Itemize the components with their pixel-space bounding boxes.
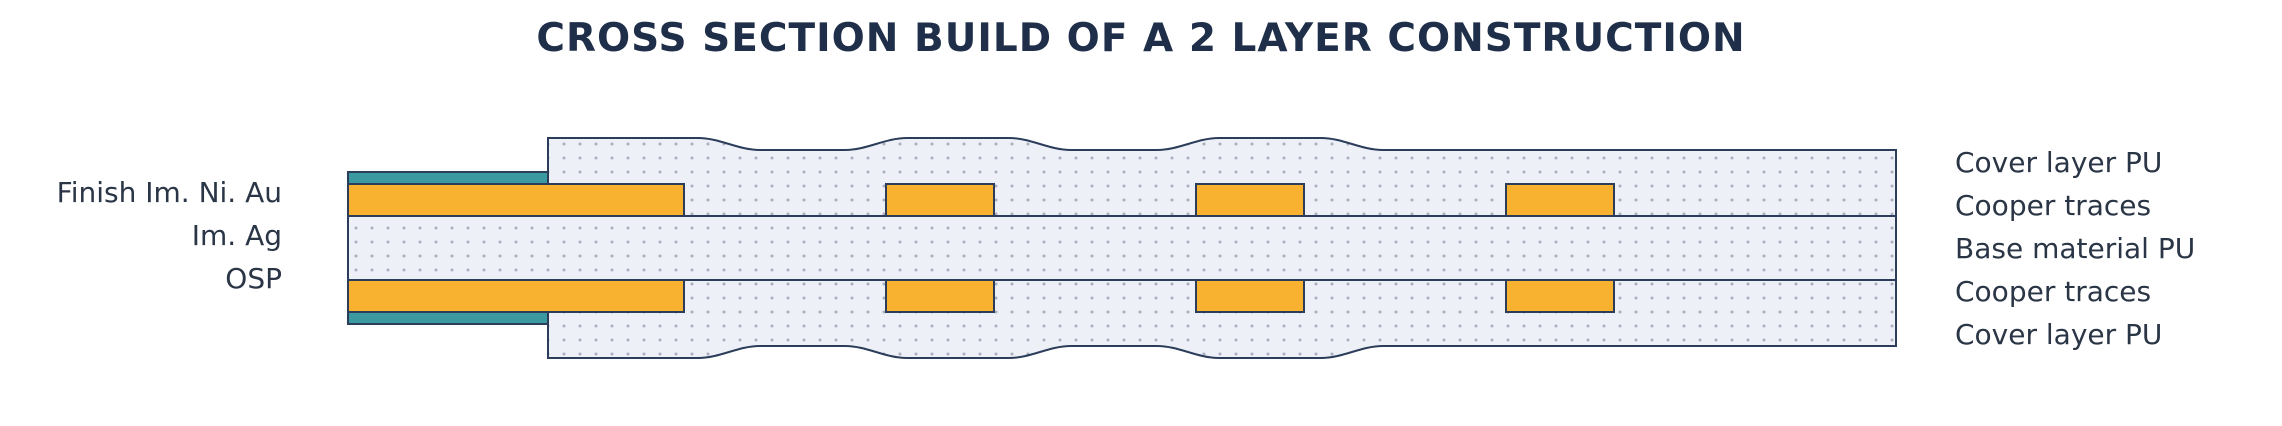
label-copper-traces-bottom: Cooper traces [1955,275,2152,308]
finish-top [347,171,549,185]
label-base-material: Base material PU [1955,232,2196,265]
finish-bottom [347,311,549,325]
label-finish-im-ni-au: Finish Im. Ni. Au [56,176,282,209]
copper-trace-top-1 [885,183,995,217]
label-im-ag: Im. Ag [191,219,282,252]
copper-trace-bottom-2 [1195,279,1305,313]
label-osp: OSP [225,262,282,295]
copper-trace-bottom-1 [885,279,995,313]
copper-trace-top-2 [1195,183,1305,217]
copper-trace-bottom-3 [1505,279,1615,313]
label-copper-traces-top: Cooper traces [1955,189,2152,222]
diagram-title: CROSS SECTION BUILD OF A 2 LAYER CONSTRU… [536,16,1746,61]
label-cover-layer-top: Cover layer PU [1955,146,2163,179]
copper-trace-top-wide [347,183,685,217]
label-cover-layer-bottom: Cover layer PU [1955,318,2163,351]
base-material [347,215,1897,281]
copper-trace-top-3 [1505,183,1615,217]
copper-trace-bottom-wide [347,279,685,313]
